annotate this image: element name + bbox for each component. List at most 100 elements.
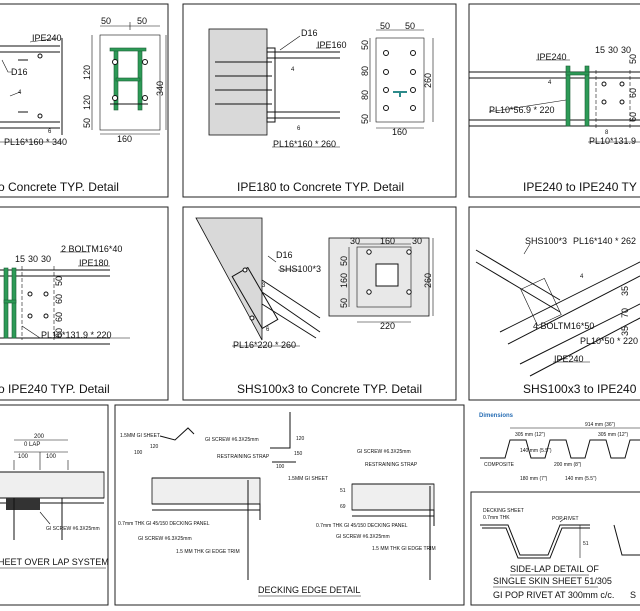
p10-caption-3: GI POP RIVET AT 300mm c/c. (493, 590, 614, 600)
p7-dim-lap: 0 LAP (24, 442, 40, 448)
p3-dim-right-2: 60 (628, 88, 638, 98)
p8-caption: DECKING EDGE DETAIL (258, 585, 360, 595)
p3-label-ipe240: IPE240 (537, 52, 567, 62)
p10-label-thk: 0.7mm THK (483, 515, 510, 521)
p9-dim-top-flange: 140 mm (5.5") (520, 448, 552, 454)
p5-dim-bottom: 220 (380, 321, 395, 331)
p1-label-ipe240: IPE240 (32, 33, 62, 43)
p6-label-plate-a: PL16*140 * 262 (573, 236, 636, 246)
p4-label-plate: PL10*131.9 * 220 (41, 330, 112, 340)
p2-dim-right: 260 (423, 73, 433, 88)
p1-label-plate: PL16*160 * 340 (4, 137, 67, 147)
p6-label-ipe240: IPE240 (554, 354, 584, 364)
p7-dim-200: 200 (34, 434, 45, 440)
panel-1: IPE240 D16 4 6 PL16*160 * 340 50 50 120 … (0, 3, 169, 198)
p4-dim-right-4: 60 (54, 328, 64, 338)
p4-dim-right-3: 60 (54, 312, 64, 322)
p2-label-plate: PL16*160 * 260 (273, 139, 336, 149)
p5-weld-size-2: 6 (266, 327, 270, 333)
p2-dim-bottom: 160 (392, 127, 407, 137)
p8-label-screw-2: GI SCREW #6.3X25mm (138, 536, 192, 542)
p8-dim-150: 150 (294, 451, 303, 457)
p8-label-strap-2: RESTRAINING STRAP (365, 462, 418, 468)
p8-label-sheet-2: 1.5MM GI SHEET (288, 476, 328, 482)
p4-caption: o IPE240 TYP. Detail (0, 382, 110, 396)
p5-weld-size-1: 3 (262, 283, 266, 289)
p3-caption: IPE240 to IPE240 TY (523, 180, 637, 194)
p3-label-plate-b: PL10*131.9 (589, 136, 636, 146)
p3-weld-size-2: 8 (605, 130, 609, 136)
p1-dim-left-2: 120 (82, 95, 92, 110)
p10-caption-cut: S (630, 590, 636, 600)
p5-dim-left-2: 160 (339, 273, 349, 288)
p8-label-trim-2: 1.5 MM THK GI EDGE TRIM (372, 546, 436, 552)
p5-dim-left-1: 50 (339, 256, 349, 266)
p10-caption-1: SIDE-LAP DETAIL OF (510, 564, 599, 574)
p9-dim-bot-2: 140 mm (5.5") (565, 476, 597, 482)
p5-dim-top-3: 30 (412, 236, 422, 246)
p2-weld-size-1: 4 (291, 67, 295, 73)
p1-weld-size-2: 6 (48, 129, 52, 135)
p8-dim-120a: 120 (150, 444, 159, 450)
p4-dim-right-2: 60 (54, 294, 64, 304)
p2-label-d16: D16 (301, 28, 318, 38)
panel-10: DECKING SHEET 0.7mm THK POP RIVET 51 SID… (470, 491, 640, 606)
p10-label-rivet: POP RIVET (552, 516, 579, 522)
p5-label-shs: SHS100*3 (279, 264, 321, 274)
p4-dim-top-1: 15 (15, 254, 25, 264)
p3-dim-top-3: 30 (621, 45, 631, 55)
p9-label-composite: COMPOSITE (484, 462, 515, 468)
p1-dim-right: 340 (155, 81, 165, 96)
p10-dim-51: 51 (583, 541, 589, 547)
panel-8: 1.5MM GI SHEET 100 120 GI SCREW #6.3X25m… (114, 404, 465, 606)
p1-label-d16: D16 (11, 67, 28, 77)
p6-weld-size: 4 (580, 274, 584, 280)
p3-weld-size-1: 4 (548, 80, 552, 86)
p2-dim-top-1: 50 (380, 21, 390, 31)
p8-label-trim-1: 1.5 MM THK GI EDGE TRIM (176, 549, 240, 555)
p5-dim-right: 260 (423, 273, 433, 288)
p3-label-plate-a: PL10*56.9 * 220 (489, 105, 555, 115)
p6-label-bolts: 4 BOLTM16*50 (533, 321, 594, 331)
panel-4: 2 BOLTM16*40 IPE180 15 30 30 50 60 60 60… (0, 206, 169, 401)
p2-dim-top-2: 50 (405, 21, 415, 31)
p6-dim-right-1: 35 (620, 286, 630, 296)
p2-dim-left-4: 50 (360, 114, 370, 124)
p8-dim-100b: 100 (276, 464, 285, 470)
p5-dim-top-1: 30 (350, 236, 360, 246)
p8-label-sheet-1: 1.5MM GI SHEET (120, 433, 160, 439)
panel-2: D16 IPE160 4 6 PL16*160 * 260 50 50 50 8… (182, 3, 457, 198)
p4-dim-right-1: 50 (54, 276, 64, 286)
p9-dim-bot-1: 180 mm (7") (520, 476, 548, 482)
p1-dim-left-3: 50 (82, 118, 92, 128)
p1-weld-size-1: 4 (18, 90, 22, 96)
p9-dim-rib-1: 305 mm (12") (515, 432, 545, 438)
p9-dim-rib-2: 305 mm (12") (598, 432, 628, 438)
p2-dim-left-1: 50 (360, 40, 370, 50)
p10-label-sheet: DECKING SHEET (483, 508, 524, 514)
p6-dim-right-2: 70 (620, 308, 630, 318)
p1-dim-left-1: 120 (82, 65, 92, 80)
p6-dim-right-3: 35 (620, 326, 630, 336)
p9-title: Dimensions (479, 413, 514, 419)
p5-dim-left-3: 50 (339, 298, 349, 308)
p8-dim-100a: 100 (134, 450, 143, 456)
p10-caption-2: SINGLE SKIN SHEET 51/305 (493, 576, 612, 586)
p4-dim-top-2: 30 (28, 254, 38, 264)
p6-label-plate-b: PL10*50 * 220 (580, 336, 638, 346)
p8-label-strap-1: RESTRAINING STRAP (217, 454, 270, 460)
p2-label-ipe: IPE160 (317, 40, 347, 50)
p6-label-shs: SHS100*3 (525, 236, 567, 246)
p8-label-screw-4: GI SCREW #6.3X25mm (336, 534, 390, 540)
p8-dim-69: 69 (340, 504, 346, 510)
p2-dim-left-3: 80 (360, 90, 370, 100)
panel-6: SHS100*3 PL16*140 * 262 4 4 BOLTM16*50 P… (468, 206, 640, 401)
p9-dim-cover: 914 mm (36") (585, 422, 615, 428)
panel-7: 200 0 LAP 100 100 GI SCREW #6.3X25mm HEE… (0, 404, 109, 606)
p4-label-ipe180: IPE180 (79, 258, 109, 268)
p1-dim-top-2: 50 (137, 16, 147, 26)
p2-weld-size-2: 6 (297, 126, 301, 132)
p3-dim-top-1: 15 (595, 45, 605, 55)
p3-dim-right-1: 50 (628, 54, 638, 64)
p4-dim-top-3: 30 (41, 254, 51, 264)
